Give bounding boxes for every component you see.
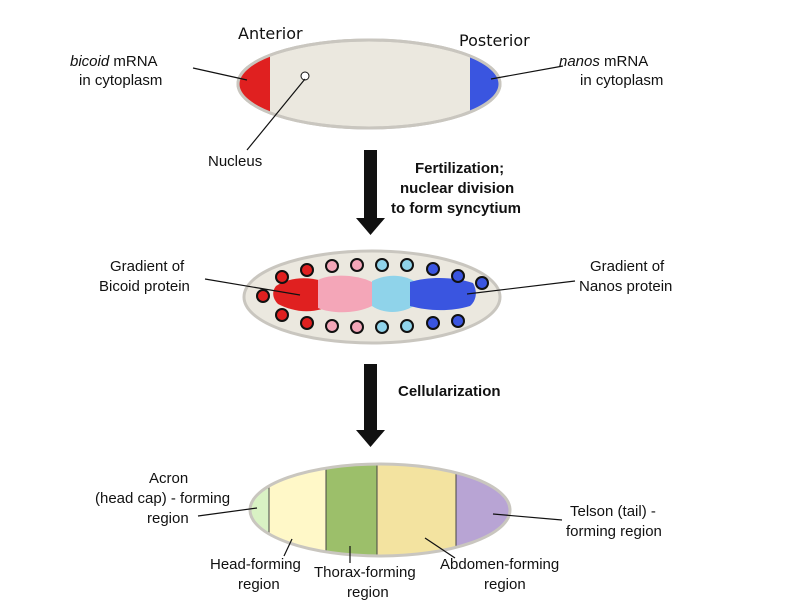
bicoid-mrna-region	[238, 40, 270, 128]
acron-leader-line	[197, 507, 258, 517]
bicoid-gradient-leader-line	[204, 278, 301, 296]
bicoid-mrna-label: bicoid mRNA	[70, 53, 158, 70]
light-blue-protein-blob	[372, 275, 414, 312]
nanos-mrna-label: nanos mRNA	[559, 53, 648, 70]
acron-label-line3: region	[147, 510, 189, 527]
pink-protein-blob	[318, 275, 372, 313]
fertilization-arrow	[356, 150, 385, 235]
head-label-line2: region	[238, 576, 280, 593]
nanos-mrna-region	[470, 40, 500, 128]
bicoid-gradient-label-line2: Bicoid protein	[99, 278, 190, 295]
nucleus-label: Nucleus	[208, 153, 262, 170]
fertilization-label-line1: Fertilization;	[415, 160, 504, 177]
bicoid-leader-line	[192, 67, 248, 81]
anterior-label: Anterior	[238, 24, 303, 43]
cellularization-label: Cellularization	[398, 383, 501, 400]
abdomen-leader-line	[424, 537, 456, 559]
thorax-label-line1: Thorax-forming	[314, 564, 416, 581]
nucleus-leader-line	[246, 78, 306, 151]
syncytium-stage: Gradient of Bicoid protein Gradient of N…	[99, 249, 672, 345]
nanos-gradient-leader-line	[466, 280, 576, 295]
nanos-leader-line	[490, 65, 564, 80]
cellularization-arrow	[356, 364, 385, 447]
thorax-label-line2: region	[347, 584, 389, 600]
posterior-label: Posterior	[459, 31, 530, 50]
cellularized-embryo-outline	[248, 462, 512, 558]
nanos-mrna-label-line2: in cytoplasm	[580, 72, 663, 89]
bicoid-gradient-label-line1: Gradient of	[110, 258, 185, 275]
nucleus-mark	[300, 71, 310, 81]
fertilization-label-line3: to form syncytium	[391, 200, 521, 217]
acron-label-line2: (head cap) - forming	[95, 490, 230, 507]
cellularized-stage: Acron (head cap) - forming region Head-f…	[95, 462, 662, 600]
telson-label-line2: forming region	[566, 523, 662, 540]
telson-label-line1: Telson (tail) -	[570, 503, 656, 520]
telson-leader-line	[492, 513, 563, 521]
egg-stage: Anterior Posterior bicoid mRNA in cytopl…	[70, 24, 663, 170]
nanos-gradient-label-line2: Nanos protein	[579, 278, 672, 295]
abdomen-label-line2: region	[484, 576, 526, 593]
bicoid-mrna-label-line2: in cytoplasm	[79, 72, 162, 89]
nanos-gradient-label-line1: Gradient of	[590, 258, 665, 275]
nuclei	[256, 258, 489, 334]
head-label-line1: Head-forming	[210, 556, 301, 573]
acron-label-line1: Acron	[149, 470, 188, 487]
abdomen-label-line1: Abdomen-forming	[440, 556, 559, 573]
abdomen-region	[377, 464, 456, 556]
nanos-protein-blob	[410, 277, 476, 311]
head-leader-line	[283, 538, 293, 557]
egg-outline	[236, 38, 502, 130]
thorax-region	[326, 464, 377, 556]
fertilization-label-line2: nuclear division	[400, 180, 514, 197]
